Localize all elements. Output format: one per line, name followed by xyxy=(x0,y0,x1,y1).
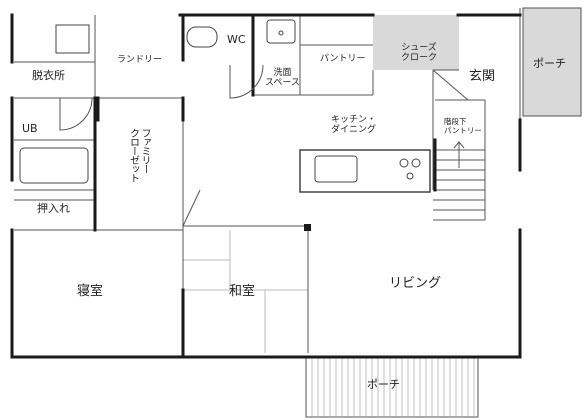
room-senmen: 洗面 スペース xyxy=(265,68,300,89)
porch-east-floor xyxy=(522,7,582,117)
walls xyxy=(10,13,522,359)
room-living: リビング xyxy=(389,276,442,291)
room-shoes-cloak: シューズ クローク xyxy=(401,43,438,64)
shoes-cloak-floor xyxy=(373,15,459,70)
room-kitchen-dining: キッチン・ ダイニング xyxy=(331,115,377,136)
room-under-stair-pantry: 階段下 パントリー xyxy=(444,117,482,135)
fixtures xyxy=(19,19,431,193)
room-shinshitsu: 寝室 xyxy=(77,284,104,299)
room-ub: UB xyxy=(22,122,38,135)
room-family-closet: ファミリー クローゼット xyxy=(127,128,151,182)
room-washitsu: 和室 xyxy=(229,284,256,299)
washitsu-tatami-grid xyxy=(183,230,308,353)
room-oshiire: 押入れ xyxy=(37,202,70,215)
room-wc: WC xyxy=(227,33,246,46)
bathtub xyxy=(19,147,89,184)
room-porch-east: ポーチ xyxy=(533,57,566,70)
room-genkan: 玄関 xyxy=(469,69,496,84)
room-laundry: ランドリー xyxy=(117,55,163,65)
toilet xyxy=(186,26,218,48)
room-pantry: パントリー xyxy=(320,54,366,64)
kitchen-counter xyxy=(299,149,431,193)
kitchen-sink xyxy=(314,155,358,183)
room-datsuijo: 脱衣所 xyxy=(32,69,65,82)
room-porch-south: ポーチ xyxy=(367,378,400,391)
stairs xyxy=(433,141,485,221)
door-swings xyxy=(59,64,469,227)
senmen-sink xyxy=(266,19,296,44)
column-post xyxy=(304,224,311,231)
porch-south-hatch xyxy=(311,357,475,417)
